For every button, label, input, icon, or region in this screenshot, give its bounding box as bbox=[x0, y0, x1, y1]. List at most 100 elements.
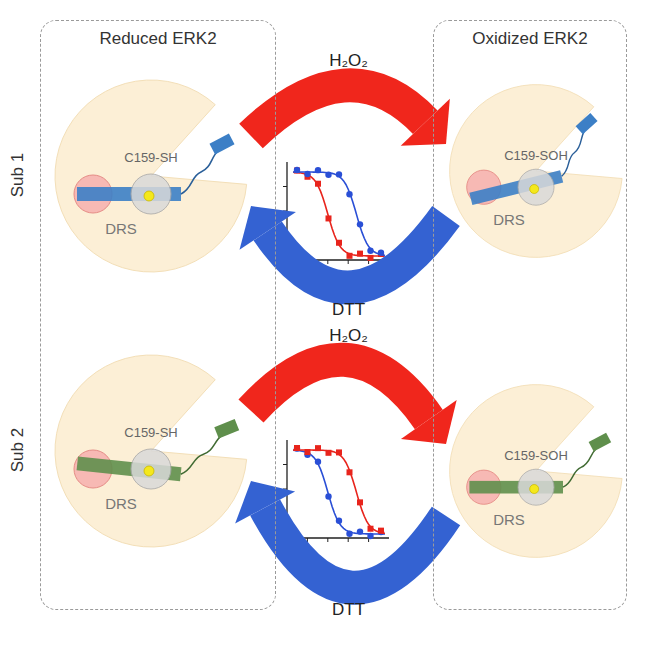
cysteine-site bbox=[131, 449, 171, 489]
substrate-linker bbox=[181, 432, 221, 478]
site-label: DRS bbox=[105, 495, 137, 512]
row-label: Sub 2 bbox=[8, 428, 28, 472]
tick bbox=[327, 538, 328, 542]
cysteine-dot bbox=[530, 485, 539, 494]
residue-label: C159-SH bbox=[124, 425, 177, 440]
tick bbox=[348, 538, 349, 542]
enzyme-node: C159-SOH DRS bbox=[446, 81, 626, 261]
data-point bbox=[368, 255, 374, 261]
enzyme-node: C159-SH DRS bbox=[51, 351, 251, 551]
data-point bbox=[325, 172, 331, 178]
oxidation-arrow bbox=[251, 85, 450, 145]
data-point bbox=[336, 240, 342, 246]
substrate-site bbox=[209, 134, 234, 155]
substrate-site bbox=[214, 419, 239, 438]
data-point bbox=[294, 445, 300, 451]
enzyme-body bbox=[450, 385, 622, 558]
data-point bbox=[367, 533, 373, 539]
fit-curve bbox=[293, 450, 385, 534]
row-label: Sub 1 bbox=[8, 153, 28, 197]
data-point bbox=[325, 493, 331, 499]
erk2-enzyme bbox=[446, 381, 626, 561]
tick bbox=[327, 260, 328, 264]
data-point bbox=[367, 248, 373, 254]
site-label: DRS bbox=[493, 211, 525, 228]
enzyme-node: C159-SH DRS bbox=[51, 76, 251, 276]
site-label: DRS bbox=[493, 511, 525, 528]
cysteine-site bbox=[518, 169, 554, 205]
erk2-enzyme bbox=[51, 76, 251, 276]
chart-axes bbox=[287, 440, 389, 538]
data-point bbox=[315, 181, 321, 187]
data-point bbox=[304, 171, 310, 177]
data-point bbox=[336, 449, 342, 455]
data-point bbox=[357, 528, 363, 534]
substrate-linker bbox=[563, 449, 595, 487]
cysteine-site bbox=[518, 469, 554, 505]
erk2-enzyme bbox=[51, 351, 251, 551]
data-point bbox=[326, 450, 332, 456]
data-point bbox=[357, 251, 363, 257]
arrow-head bbox=[235, 481, 295, 523]
data-point bbox=[347, 469, 353, 475]
data-point bbox=[357, 499, 363, 505]
residue-label: C159-SOH bbox=[504, 448, 568, 463]
enzyme-body bbox=[55, 355, 247, 547]
substrate-site bbox=[576, 113, 598, 134]
data-point bbox=[346, 191, 352, 197]
site-label: DRS bbox=[105, 220, 137, 237]
state-panel: Oxidized ERK2C159-SOH DRS C159-SOH DRS bbox=[433, 20, 627, 610]
data-point bbox=[347, 253, 353, 259]
reagent-label: H₂O₂ bbox=[329, 51, 368, 71]
data-point bbox=[315, 445, 321, 451]
data-point bbox=[326, 215, 332, 221]
data-point bbox=[336, 518, 342, 524]
fit-curve bbox=[293, 450, 385, 533]
reagent-label: H₂O₂ bbox=[329, 326, 368, 346]
tick bbox=[348, 260, 349, 264]
tick bbox=[283, 464, 287, 465]
substrate-linker bbox=[181, 152, 217, 194]
cysteine-site bbox=[131, 174, 171, 214]
oxidation-arrow bbox=[251, 360, 457, 444]
cysteine-dot bbox=[144, 466, 154, 476]
data-point bbox=[378, 249, 384, 255]
arrow-shaft bbox=[251, 85, 425, 136]
arrow-shaft bbox=[251, 360, 429, 420]
data-point bbox=[346, 531, 352, 537]
cysteine-dot bbox=[144, 191, 154, 201]
panel-heading: Oxidized ERK2 bbox=[434, 29, 626, 49]
data-point bbox=[305, 449, 311, 455]
data-point bbox=[357, 221, 363, 227]
reduction-arrow bbox=[240, 206, 446, 287]
panel-heading: Reduced ERK2 bbox=[41, 29, 275, 49]
data-point bbox=[315, 459, 321, 465]
arrow-shaft bbox=[268, 216, 446, 287]
data-point bbox=[294, 167, 300, 173]
enzyme-node: C159-SOH DRS bbox=[446, 381, 626, 561]
fit-curve bbox=[293, 172, 385, 256]
data-point bbox=[294, 445, 300, 451]
data-point bbox=[336, 171, 342, 177]
state-panel: Reduced ERK2C159-SH DRS C159-SH DRS bbox=[40, 20, 276, 610]
arrow-head bbox=[401, 400, 457, 444]
reagent-label: DTT bbox=[332, 600, 365, 620]
data-point bbox=[315, 167, 321, 173]
arrow-head bbox=[401, 99, 450, 146]
reagent-label: DTT bbox=[332, 300, 365, 320]
arrow-head bbox=[240, 206, 296, 250]
residue-label: C159-SH bbox=[124, 150, 177, 165]
fit-curve bbox=[293, 172, 385, 255]
substrate-site bbox=[589, 433, 612, 452]
residue-label: C159-SOH bbox=[504, 148, 568, 163]
tick bbox=[283, 186, 287, 187]
data-point bbox=[378, 528, 384, 534]
arrow-shaft bbox=[265, 507, 446, 587]
chart-axes bbox=[287, 162, 389, 260]
reduction-arrow bbox=[235, 481, 446, 588]
cysteine-dot bbox=[530, 185, 539, 194]
enzyme-body bbox=[450, 85, 622, 258]
data-point bbox=[368, 526, 374, 532]
enzyme-body bbox=[55, 80, 247, 272]
erk2-enzyme bbox=[446, 81, 626, 261]
